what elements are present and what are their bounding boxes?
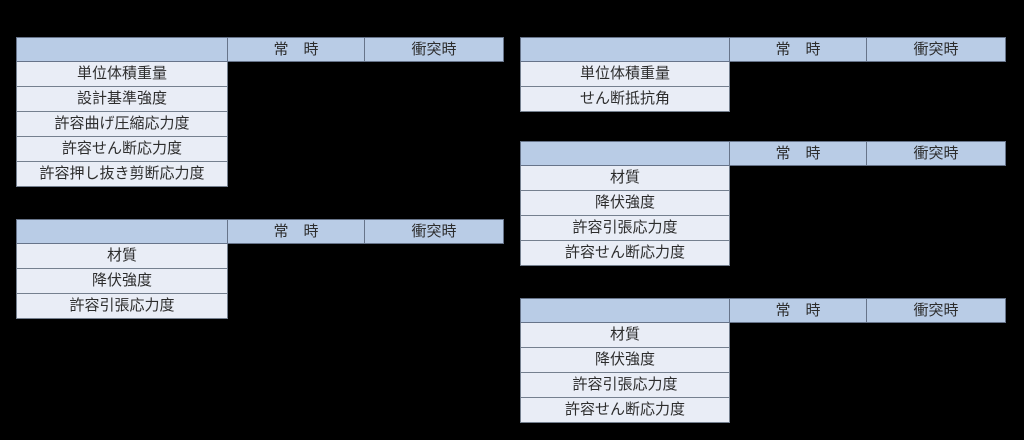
header-row: 常 時 衝突時 — [520, 141, 1006, 166]
row-label: 許容せん断応力度 — [520, 397, 730, 423]
row-label: 許容引張応力度 — [520, 215, 730, 241]
header-row: 常 時 衝突時 — [16, 219, 504, 244]
row-label: 降伏強度 — [520, 347, 730, 373]
column-header-collision: 衝突時 — [866, 298, 1006, 323]
row-label: せん断抵抗角 — [520, 86, 730, 112]
property-table-bottom-left: 常 時 衝突時 材質 降伏強度 許容引張応力度 — [16, 219, 504, 319]
row-label: 降伏強度 — [16, 268, 228, 294]
row-label: 材質 — [520, 165, 730, 191]
row-label: 許容せん断応力度 — [16, 136, 228, 162]
corner-cell — [520, 298, 730, 323]
property-table-bottom-right: 常 時 衝突時 材質 降伏強度 許容引張応力度 許容せん断応力度 — [520, 298, 1006, 423]
column-header-normal: 常 時 — [729, 141, 867, 166]
header-row: 常 時 衝突時 — [520, 37, 1006, 62]
header-row: 常 時 衝突時 — [520, 298, 1006, 323]
property-table-middle-right: 常 時 衝突時 材質 降伏強度 許容引張応力度 許容せん断応力度 — [520, 141, 1006, 266]
property-table-top-right: 常 時 衝突時 単位体積重量 せん断抵抗角 — [520, 37, 1006, 112]
row-label: 材質 — [520, 322, 730, 348]
column-header-collision: 衝突時 — [364, 37, 504, 62]
row-label: 材質 — [16, 243, 228, 269]
column-header-normal: 常 時 — [729, 298, 867, 323]
header-row: 常 時 衝突時 — [16, 37, 504, 62]
column-header-normal: 常 時 — [729, 37, 867, 62]
corner-cell — [16, 219, 228, 244]
column-header-collision: 衝突時 — [866, 141, 1006, 166]
row-label: 単位体積重量 — [16, 61, 228, 87]
column-header-collision: 衝突時 — [866, 37, 1006, 62]
column-header-collision: 衝突時 — [364, 219, 504, 244]
column-header-normal: 常 時 — [227, 37, 365, 62]
row-label: 単位体積重量 — [520, 61, 730, 87]
corner-cell — [16, 37, 228, 62]
row-label: 許容押し抜き剪断応力度 — [16, 161, 228, 187]
corner-cell — [520, 37, 730, 62]
row-label: 設計基準強度 — [16, 86, 228, 112]
row-label: 許容引張応力度 — [520, 372, 730, 398]
corner-cell — [520, 141, 730, 166]
row-label: 降伏強度 — [520, 190, 730, 216]
property-table-top-left: 常 時 衝突時 単位体積重量 設計基準強度 許容曲げ圧縮応力度 許容せん断応力度… — [16, 37, 504, 187]
row-label: 許容せん断応力度 — [520, 240, 730, 266]
column-header-normal: 常 時 — [227, 219, 365, 244]
row-label: 許容引張応力度 — [16, 293, 228, 319]
row-label: 許容曲げ圧縮応力度 — [16, 111, 228, 137]
